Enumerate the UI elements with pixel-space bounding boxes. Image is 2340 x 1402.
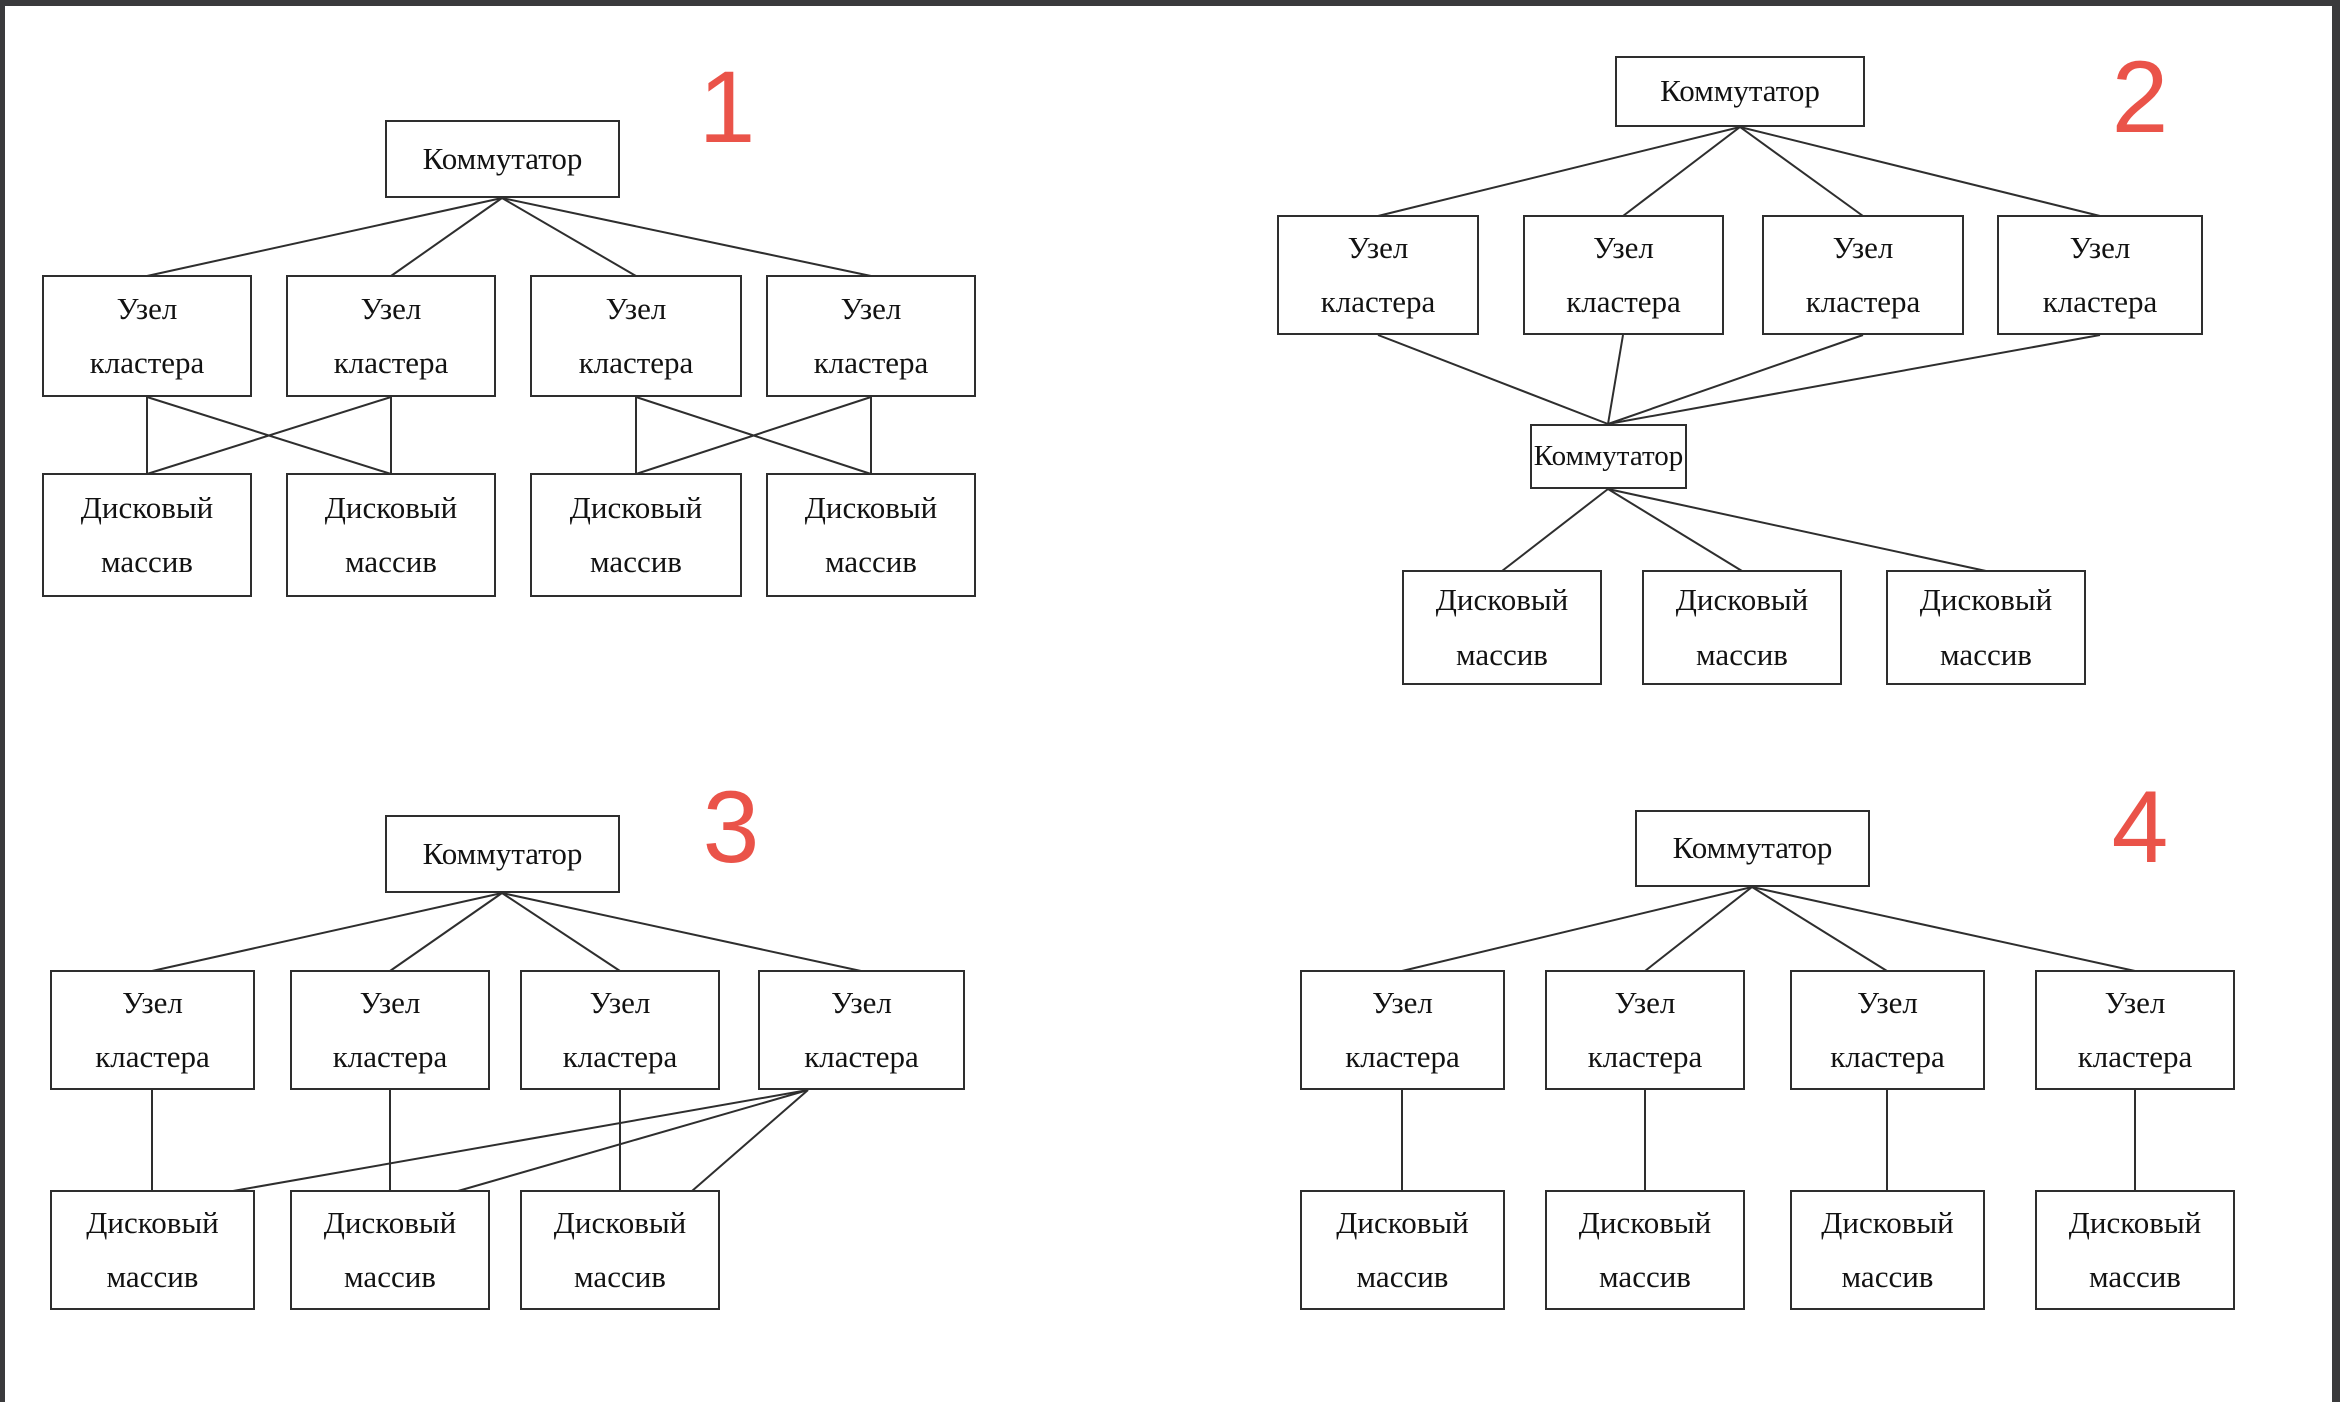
cluster-node-box: Узел кластера (286, 275, 496, 397)
disk-array-box: Дисковый массив (42, 473, 252, 597)
disk-array-box: Дисковый массив (766, 473, 976, 597)
cluster-node-box: Узел кластера (520, 970, 720, 1090)
connector-line (1607, 488, 1987, 572)
disk-array-box: Дисковый массив (520, 1190, 720, 1310)
connector-line (1644, 886, 1753, 972)
disk-array-box: Дисковый массив (1402, 570, 1602, 685)
switch-box: Коммутатор (385, 120, 620, 198)
page-border-right (2332, 0, 2340, 1402)
switch-box: Коммутатор (385, 815, 620, 893)
connector-line (1377, 126, 1741, 217)
disk-array-box: Дисковый массив (2035, 1190, 2235, 1310)
cluster-node-box: Узел кластера (1277, 215, 1479, 335)
connector-line (1501, 488, 1609, 572)
cluster-node-box: Узел кластера (290, 970, 490, 1090)
page-border-left (0, 0, 5, 1402)
disk-array-box: Дисковый массив (286, 473, 496, 597)
cluster-node-box: Узел кластера (2035, 970, 2235, 1090)
connector-line (501, 892, 621, 972)
cluster-node-box: Узел кластера (1997, 215, 2203, 335)
cluster-node-box: Узел кластера (1790, 970, 1985, 1090)
disk-array-box: Дисковый массив (1790, 1190, 1985, 1310)
cluster-node-box: Узел кластера (50, 970, 255, 1090)
connector-line (1739, 126, 2101, 217)
connector-line (232, 1089, 809, 1192)
disk-array-box: Дисковый массив (1886, 570, 2086, 685)
connector-line (1751, 886, 1888, 972)
connector-line (146, 197, 503, 277)
page-border-top (0, 0, 2340, 6)
switch-box: Коммутатор (1615, 56, 1865, 127)
connector-line (1751, 886, 2136, 972)
cluster-node-box: Узел кластера (766, 275, 976, 397)
connector-line (1607, 334, 1624, 425)
connector-line (501, 197, 637, 277)
connector-line (390, 197, 503, 277)
connector-line (635, 396, 872, 475)
connector-line (501, 197, 872, 277)
connector-line (1401, 886, 1753, 972)
connector-line (501, 892, 862, 972)
switch-box: Коммутатор (1530, 424, 1687, 489)
connector-line (1607, 488, 1743, 572)
cluster-node-box: Узел кластера (530, 275, 742, 397)
disk-array-box: Дисковый массив (1545, 1190, 1745, 1310)
diagram-number: 1 (698, 50, 756, 164)
diagram-number: 3 (702, 770, 760, 884)
cluster-node-box: Узел кластера (1300, 970, 1505, 1090)
cluster-node-box: Узел кластера (1523, 215, 1724, 335)
connector-line (1607, 334, 2101, 425)
connector-line (457, 1089, 809, 1192)
switch-box: Коммутатор (1635, 810, 1870, 887)
cluster-node-box: Узел кластера (758, 970, 965, 1090)
disk-array-box: Дисковый массив (290, 1190, 490, 1310)
connector-line (146, 396, 392, 475)
cluster-node-box: Узел кластера (1545, 970, 1745, 1090)
disk-array-box: Дисковый массив (50, 1190, 255, 1310)
disk-array-box: Дисковый массив (530, 473, 742, 597)
connector-line (1607, 334, 1864, 425)
connector-line (691, 1089, 809, 1192)
connector-line (389, 892, 503, 972)
diagram-number: 4 (2111, 770, 2169, 884)
disk-array-box: Дисковый массив (1642, 570, 1842, 685)
diagram-number: 2 (2111, 40, 2169, 154)
connector-line (1739, 126, 1864, 217)
connector-line (1622, 126, 1741, 217)
connector-line (151, 892, 503, 972)
cluster-node-box: Узел кластера (42, 275, 252, 397)
cluster-node-box: Узел кластера (1762, 215, 1964, 335)
disk-array-box: Дисковый массив (1300, 1190, 1505, 1310)
connector-line (1377, 334, 1609, 425)
